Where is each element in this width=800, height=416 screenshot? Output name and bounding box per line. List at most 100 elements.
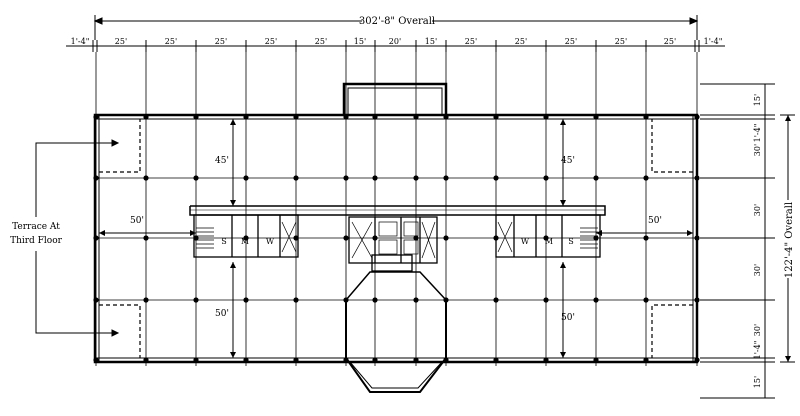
column-marker (643, 175, 649, 181)
column-marker (493, 235, 499, 241)
dim-left-span: 50' (130, 216, 144, 226)
column-marker (193, 297, 199, 303)
column-marker (293, 297, 299, 303)
column-marker (643, 114, 649, 120)
terrace-label-line2: Third Floor (10, 236, 63, 246)
column-marker (694, 357, 700, 363)
column-marker (443, 235, 449, 241)
core-mark-men: M (241, 237, 249, 246)
right-service-core (495, 214, 601, 258)
right-bay-label: 30' (753, 264, 762, 276)
column-marker (372, 357, 378, 363)
column-marker (443, 114, 449, 120)
right-bay-label: 1'-4" (753, 341, 762, 360)
column-marker (643, 235, 649, 241)
column-marker (343, 357, 349, 363)
column-marker (293, 114, 299, 120)
column-marker (493, 114, 499, 120)
right-dimension-arrows (785, 115, 791, 362)
right-bay-label: 30' (753, 324, 762, 336)
column-marker (443, 297, 449, 303)
dimension-arrows (99, 119, 693, 358)
bay-label: 25' (115, 37, 127, 46)
column-marker (293, 175, 299, 181)
column-marker (143, 357, 149, 363)
column-markers (93, 114, 700, 363)
column-marker (143, 175, 149, 181)
bay-label: 15' (425, 37, 437, 46)
bay-label: 20' (389, 37, 401, 46)
core-mark-women-right: W (521, 237, 530, 246)
column-marker (493, 297, 499, 303)
column-marker (443, 175, 449, 181)
column-marker (694, 175, 700, 181)
column-marker (593, 297, 599, 303)
south-bay-projection (345, 271, 447, 393)
column-marker (193, 114, 199, 120)
overall-width-label: 302'-8" Overall (359, 16, 435, 27)
column-marker (413, 357, 419, 363)
bay-labels: 1'-4" 25' 25' 25' 25' 25' 15' 20' 15' 25… (71, 37, 723, 46)
dim-lower-right: 50' (561, 313, 575, 323)
column-marker (372, 235, 378, 241)
column-marker (243, 235, 249, 241)
column-marker (93, 297, 99, 303)
bay-label: 25' (565, 37, 577, 46)
column-marker (493, 357, 499, 363)
column-marker (343, 297, 349, 303)
right-bay-label: 30' (753, 144, 762, 156)
column-marker (593, 357, 599, 363)
column-marker (193, 235, 199, 241)
bay-label: 25' (315, 37, 327, 46)
column-marker (694, 114, 700, 120)
column-marker (543, 357, 549, 363)
column-marker (413, 235, 419, 241)
core-corridor (189, 205, 606, 216)
column-marker (293, 235, 299, 241)
column-marker (93, 114, 99, 120)
dim-lower-left: 50' (215, 309, 229, 319)
column-marker (243, 357, 249, 363)
column-marker (372, 175, 378, 181)
column-marker (343, 114, 349, 120)
terrace-zones (99, 119, 693, 358)
interior-dimensions (99, 119, 693, 358)
column-marker (694, 297, 700, 303)
dim-right-span: 50' (648, 216, 662, 226)
column-marker (193, 175, 199, 181)
column-marker (413, 175, 419, 181)
column-marker (243, 114, 249, 120)
dim-upper-right: 45' (561, 156, 575, 166)
right-bay-labels: 15' 1'-4" 30' 30' 30' 30' 1'-4" 15' (753, 94, 762, 388)
bay-label: 25' (215, 37, 227, 46)
bay-label: 25' (165, 37, 177, 46)
column-marker (643, 357, 649, 363)
column-marker (372, 114, 378, 120)
column-marker (493, 175, 499, 181)
right-bay-label: 30' (753, 204, 762, 216)
core-mark-women: W (266, 237, 275, 246)
column-marker (543, 114, 549, 120)
bay-label: 25' (465, 37, 477, 46)
column-marker (93, 235, 99, 241)
bay-label: 25' (515, 37, 527, 46)
column-marker (143, 297, 149, 303)
column-marker (413, 297, 419, 303)
bay-label: 1'-4" (71, 37, 90, 46)
column-marker (343, 175, 349, 181)
bay-label: 25' (265, 37, 277, 46)
column-marker (243, 297, 249, 303)
north-projection (342, 82, 448, 115)
column-marker (643, 297, 649, 303)
right-dimension-line (700, 83, 795, 399)
column-marker (593, 114, 599, 120)
column-marker (543, 235, 549, 241)
overall-depth-label: 122'-4" Overall (784, 202, 795, 278)
column-marker (413, 114, 419, 120)
column-marker (694, 235, 700, 241)
column-marker (143, 235, 149, 241)
column-marker (543, 175, 549, 181)
dim-upper-left: 45' (215, 156, 229, 166)
column-grid (95, 52, 698, 366)
